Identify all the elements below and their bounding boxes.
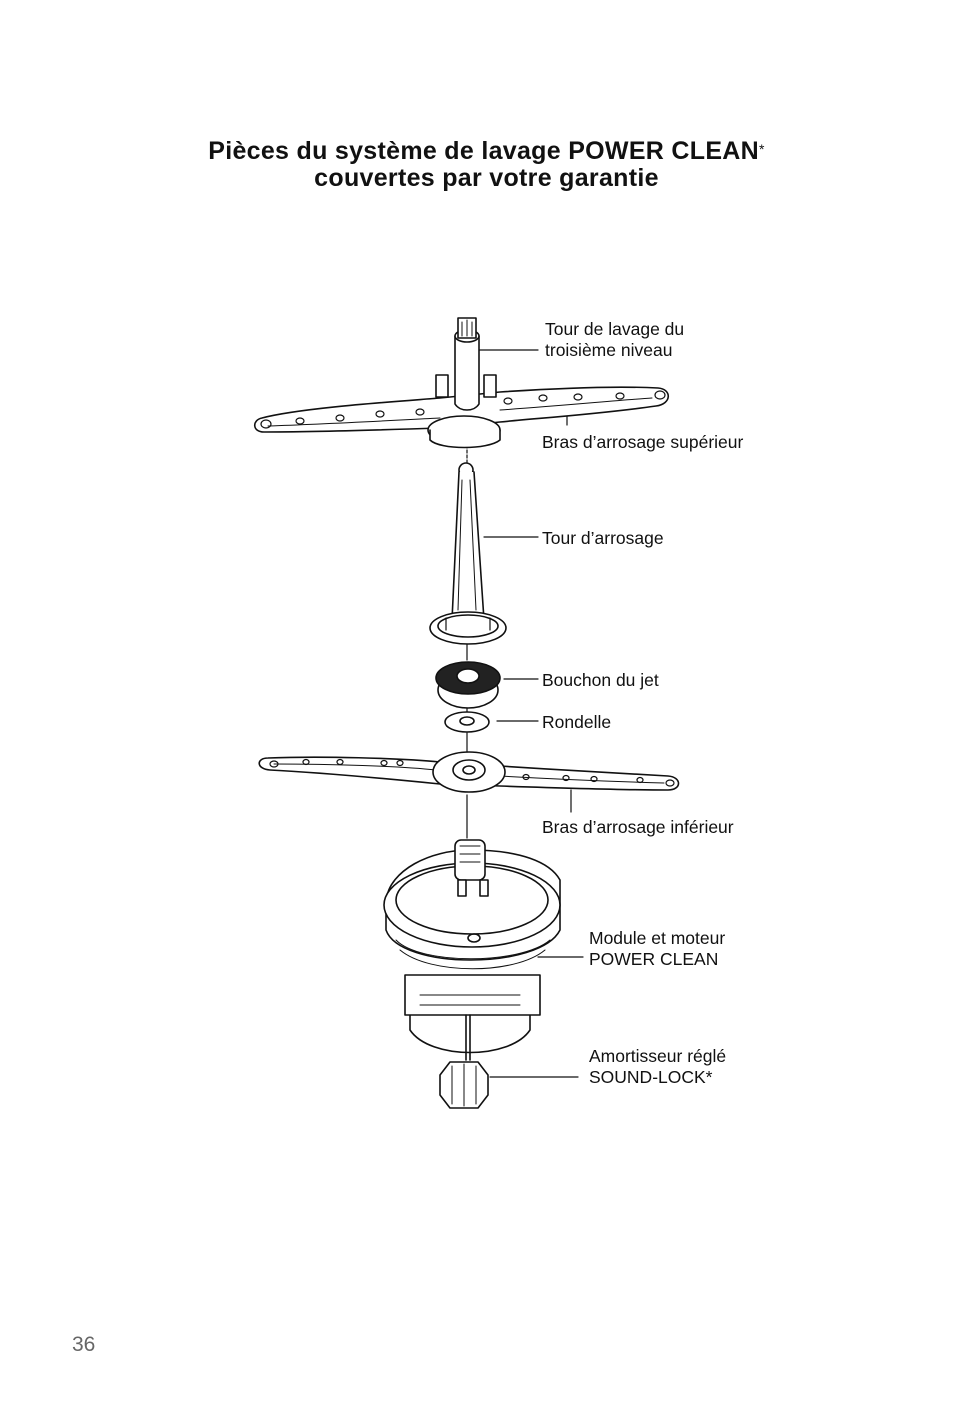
label-third-level-tower-1: Tour de lavage du	[545, 319, 684, 340]
label-module-motor-1: Module et moteur	[589, 928, 725, 949]
lower-spray-arm	[259, 752, 678, 792]
washer	[445, 712, 489, 732]
module-and-motor	[384, 840, 560, 1060]
label-washer: Rondelle	[542, 712, 611, 733]
third-level-wash-tower	[455, 318, 479, 410]
label-upper-spray-arm: Bras d’arrosage supérieur	[542, 432, 743, 453]
jet-plug	[436, 662, 500, 708]
label-sound-lock-2: SOUND-LOCK*	[589, 1067, 713, 1088]
label-jet-plug: Bouchon du jet	[542, 670, 659, 691]
label-sound-lock-1: Amortisseur réglé	[589, 1046, 726, 1067]
label-lower-spray-arm: Bras d’arrosage inférieur	[542, 817, 734, 838]
label-module-motor-2: POWER CLEAN	[589, 949, 718, 970]
label-spray-tower: Tour d’arrosage	[542, 528, 664, 549]
label-third-level-tower-2: troisième niveau	[545, 340, 672, 361]
spray-tower	[430, 463, 506, 644]
sound-lock-damper	[440, 1062, 488, 1108]
page-number: 36	[72, 1333, 95, 1357]
